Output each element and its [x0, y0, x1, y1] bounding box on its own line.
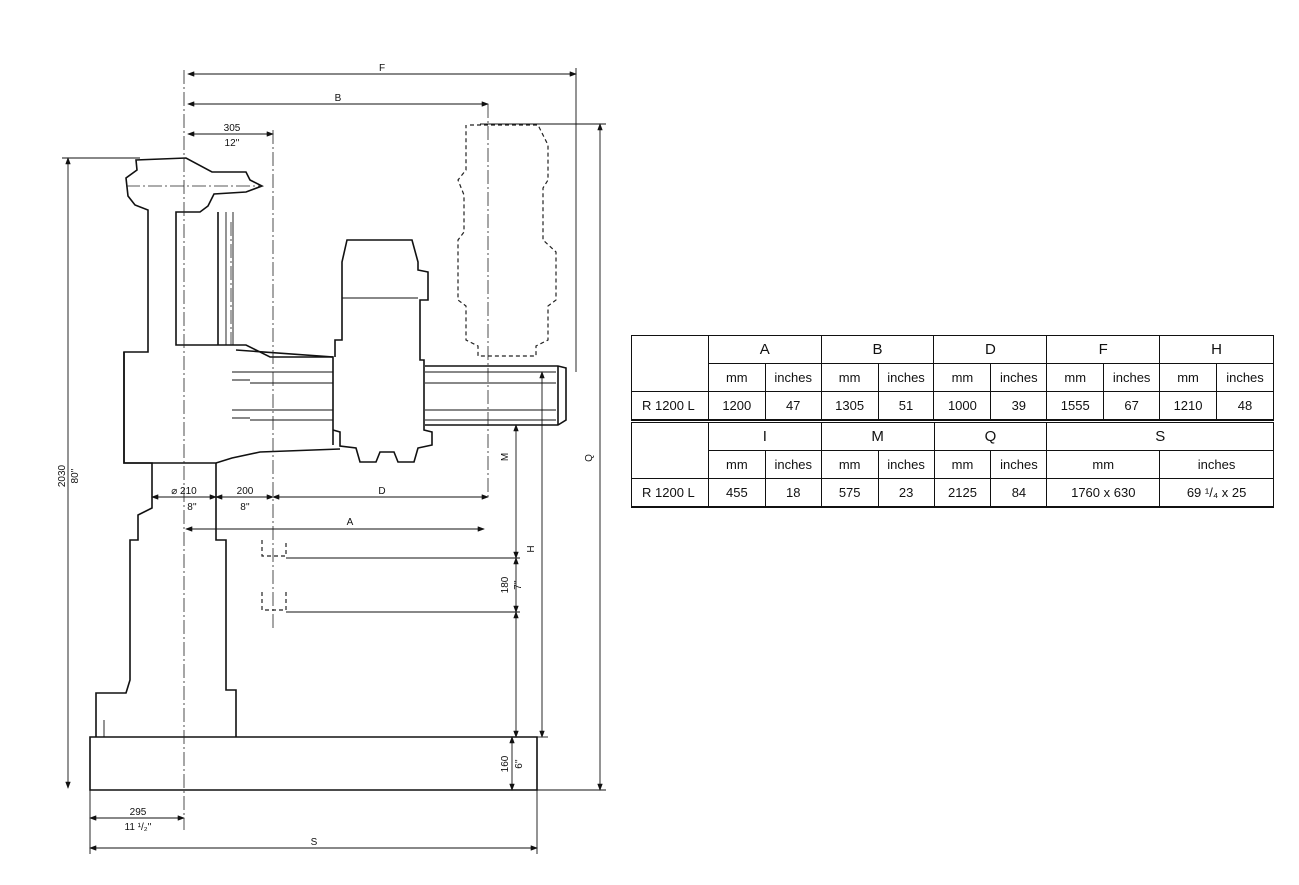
value-S-mm: 1760 x 630 [1046, 478, 1161, 508]
value-A-in: 47 [764, 391, 822, 421]
col-header-H: H [1159, 335, 1274, 364]
label-295: 295 [130, 807, 147, 818]
label-D: D [378, 486, 385, 497]
label-11half: 11 ¹/₂'' [125, 822, 152, 833]
value-H-in: 48 [1215, 391, 1275, 421]
label-A: A [347, 517, 354, 528]
value-D-in: 39 [990, 391, 1048, 421]
value-M-mm: 575 [820, 478, 879, 508]
value-Q-in: 84 [990, 478, 1048, 508]
unit-mm: mm [707, 363, 766, 392]
value-I-in: 18 [764, 478, 822, 508]
value-F-in: 67 [1103, 391, 1161, 421]
center-lines [126, 70, 489, 830]
value-B-mm: 1305 [820, 391, 879, 421]
col-header-Q: Q [933, 422, 1048, 451]
unit-mm: mm [1159, 363, 1217, 392]
model-name: R 1200 L [631, 478, 709, 508]
unit-mm: mm [1046, 450, 1161, 479]
label-180: 180 [500, 576, 511, 593]
blank-header-cell [631, 422, 709, 479]
value-M-in: 23 [877, 478, 935, 508]
unit-inches: inches [764, 363, 822, 392]
col-header-M: M [820, 422, 935, 451]
unit-inches: inches [877, 450, 935, 479]
value-A-mm: 1200 [707, 391, 766, 421]
col-header-B: B [820, 335, 935, 364]
spindle-positions [261, 540, 287, 611]
spec-table-top: A B D F H mm inches mm inches mm inches … [631, 335, 1275, 421]
dimension-text: F B 305 12'' 2030 80'' ⌀ 210 8'' 200 8''… [57, 63, 595, 848]
label-F: F [379, 63, 385, 74]
value-D-mm: 1000 [933, 391, 992, 421]
label-200-in: 8'' [240, 502, 249, 513]
label-305: 305 [224, 123, 241, 134]
unit-mm: mm [1046, 363, 1105, 392]
col-header-S: S [1046, 422, 1274, 451]
value-B-in: 51 [877, 391, 935, 421]
label-Q: Q [584, 454, 595, 462]
label-160: 160 [500, 755, 511, 772]
label-dia-8in: 8'' [187, 502, 196, 513]
label-dia-210: ⌀ 210 [171, 486, 197, 497]
column [95, 157, 341, 737]
label-H: H [526, 545, 537, 552]
value-H-mm: 1210 [1159, 391, 1217, 421]
value-F-mm: 1555 [1046, 391, 1105, 421]
unit-mm: mm [933, 363, 992, 392]
label-200: 200 [237, 486, 254, 497]
label-B: B [335, 93, 342, 104]
value-I-mm: 455 [707, 478, 766, 508]
unit-mm: mm [707, 450, 766, 479]
label-12in: 12'' [225, 138, 240, 149]
col-header-F: F [1046, 335, 1161, 364]
unit-inches: inches [764, 450, 822, 479]
value-Q-mm: 2125 [933, 478, 992, 508]
machine-base [89, 736, 538, 791]
drill-head-raised-dashed [457, 124, 557, 357]
unit-mm: mm [933, 450, 992, 479]
blank-header-cell [631, 335, 709, 392]
unit-inches: inches [1159, 450, 1274, 479]
model-name: R 1200 L [631, 391, 709, 421]
unit-inches: inches [990, 450, 1048, 479]
drill-head [332, 239, 433, 463]
label-80in: 80'' [70, 468, 81, 483]
unit-inches: inches [877, 363, 935, 392]
unit-inches: inches [1103, 363, 1161, 392]
unit-inches: inches [1215, 363, 1275, 392]
col-header-I: I [707, 422, 822, 451]
label-6in: 6'' [514, 759, 525, 768]
spec-table-bottom: I M Q S mm inches mm inches mm inches mm… [631, 422, 1274, 508]
dimension-lines [62, 68, 606, 854]
label-7in: 7'' [513, 580, 524, 589]
unit-inches: inches [990, 363, 1048, 392]
radial-arm [232, 349, 567, 445]
unit-mm: mm [820, 450, 879, 479]
value-S-in: 69 ¹/₄ x 25 [1159, 478, 1274, 508]
label-S: S [311, 837, 318, 848]
col-header-A: A [707, 335, 822, 364]
label-M: M [500, 453, 511, 461]
unit-mm: mm [820, 363, 879, 392]
label-2030: 2030 [57, 464, 68, 487]
col-header-D: D [933, 335, 1048, 364]
